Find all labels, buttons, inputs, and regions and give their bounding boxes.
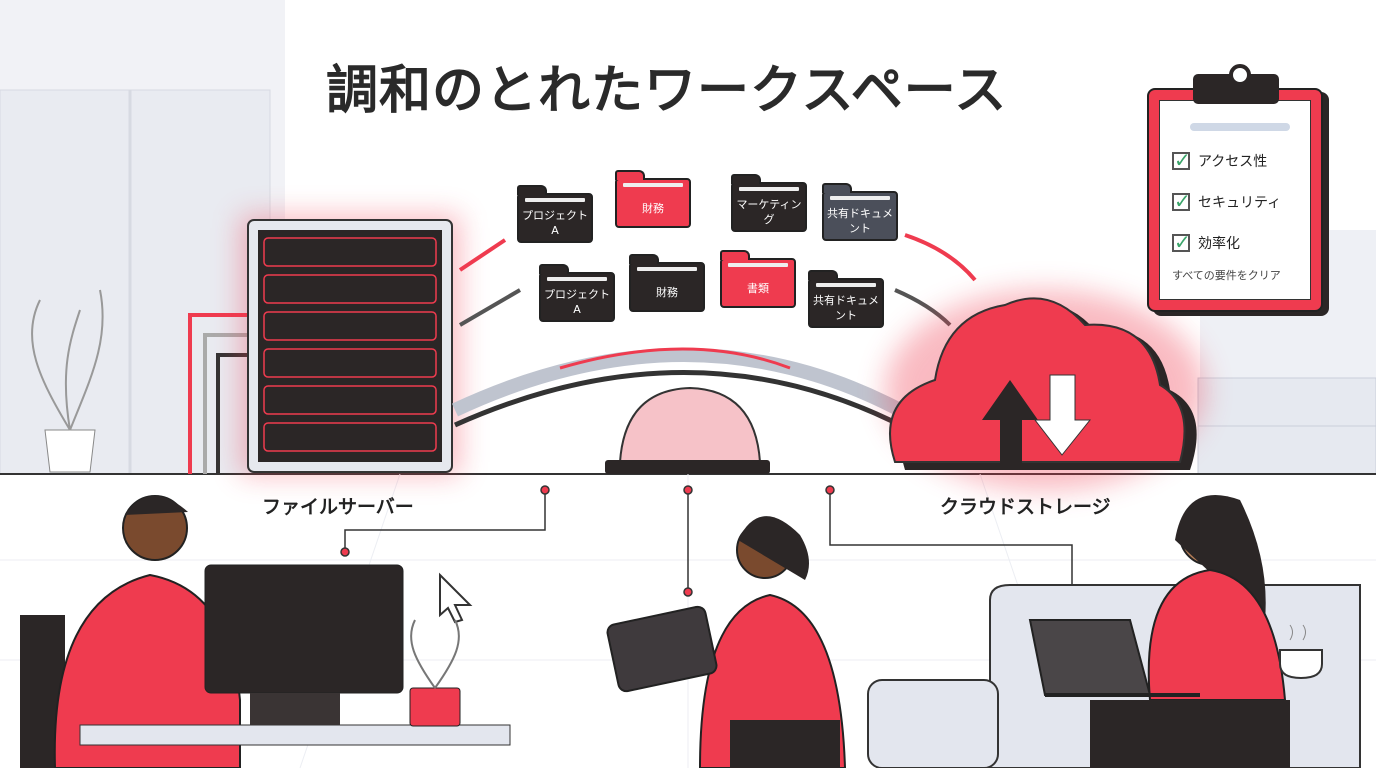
desktop-monitor — [204, 564, 404, 725]
clipboard-header-bar — [1190, 123, 1290, 131]
folder-finance-2: 財務 — [629, 254, 705, 312]
checkbox-checked-icon: ✓ — [1172, 189, 1191, 213]
folder-shared-documents-2: 共有ドキュメント — [808, 270, 884, 328]
desk-plant-icon — [409, 619, 461, 727]
folder-marketing: マーケティング — [731, 174, 807, 232]
requirements-clipboard: ✓ アクセス性 ✓ セキュリティ ✓ 効率化 すべての要件をクリア — [1147, 64, 1323, 312]
plant-icon — [31, 289, 104, 473]
checklist-label: アクセス性 — [1198, 154, 1268, 170]
folder-documents: 書類 — [720, 250, 796, 308]
connection-bridge — [452, 347, 904, 428]
checklist-label: セキュリティ — [1198, 195, 1282, 211]
page-title: 調和のとれたワークスペース — [326, 61, 1008, 121]
hub-dome — [605, 386, 770, 474]
cloud-storage-label: クラウドストレージ — [940, 496, 1111, 518]
folder-shared-documents: 共有ドキュメント — [822, 183, 898, 241]
file-server-label: ファイルサーバー — [262, 496, 414, 518]
coffee-cup-icon — [1279, 624, 1323, 680]
person-at-desk — [20, 495, 511, 768]
cloud-storage-icon — [885, 290, 1205, 490]
checklist-item: ✓ セキュリティ — [1172, 189, 1282, 213]
checklist-item: ✓ アクセス性 — [1172, 148, 1268, 172]
checklist-item: ✓ 効率化 — [1172, 230, 1240, 254]
checkbox-checked-icon: ✓ — [1172, 230, 1191, 254]
folder-project-a-2: プロジェクトA — [539, 264, 615, 322]
clipboard-paper: ✓ アクセス性 ✓ セキュリティ ✓ 効率化 すべての要件をクリア — [1159, 100, 1311, 300]
checkbox-checked-icon: ✓ — [1172, 148, 1191, 172]
clipboard-clip-icon — [1193, 64, 1279, 104]
background-room — [0, 0, 1376, 475]
cursor-icon — [439, 572, 473, 624]
sync-arrows — [458, 233, 977, 327]
person-with-tablet — [606, 516, 847, 768]
checklist-footer: すべての要件をクリア — [1172, 269, 1281, 282]
person-with-laptop — [1028, 495, 1290, 768]
folder-project-a: プロジェクトA — [517, 185, 593, 243]
checklist-label: 効率化 — [1198, 236, 1240, 252]
server-cables — [188, 313, 250, 474]
folder-finance: 財務 — [615, 170, 691, 228]
file-server — [240, 215, 460, 475]
